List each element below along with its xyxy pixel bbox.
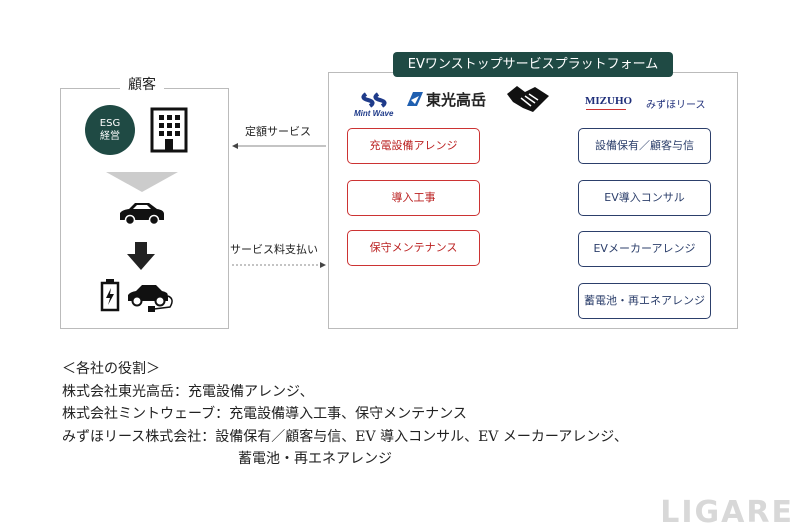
mintwave-logo-icon: Mint Wave xyxy=(354,92,394,118)
svg-text:Mint Wave: Mint Wave xyxy=(354,109,394,118)
service-box-consulting: EV導入コンサル xyxy=(578,180,711,216)
service-box-install: 導入工事 xyxy=(347,180,480,216)
notes-line: 株式会社ミントウェーブ：充電設備導入工事、保守メンテナンス xyxy=(62,406,467,422)
triangle-down-icon xyxy=(106,172,178,192)
service-box-maintenance: 保守メンテナンス xyxy=(347,230,480,266)
esg-label: ESG xyxy=(99,118,121,129)
customer-title: 顧客 xyxy=(120,74,164,94)
service-box-maker: EVメーカーアレンジ xyxy=(578,231,711,267)
notes-line: 株式会社東光高岳：充電設備アレンジ、 xyxy=(62,383,314,400)
arrow-down-icon xyxy=(127,242,155,270)
ev-charging-icon xyxy=(128,285,173,312)
notes-line: 蓄電池・再エネアレンジ xyxy=(238,451,392,467)
arrow-left-icon xyxy=(232,143,326,149)
service-box-battery: 蓄電池・再エネアレンジ xyxy=(578,283,711,319)
building-icon xyxy=(150,107,188,153)
notes-heading: ＜各社の役割＞ xyxy=(62,361,160,377)
battery-icon xyxy=(100,279,120,312)
payment-label: サービス料支払い xyxy=(230,243,318,256)
mizuho-logo: MIZUHO xyxy=(585,95,633,107)
platform-title: EVワンストップサービスプラットフォーム xyxy=(393,52,673,77)
roles-notes: ＜各社の役割＞ 株式会社東光高岳：充電設備アレンジ、 株式会社ミントウェーブ：充… xyxy=(62,358,628,471)
service-box-charging: 充電設備アレンジ xyxy=(347,128,480,164)
mizuho-underline xyxy=(586,109,626,110)
fixed-service-label: 定額サービス xyxy=(245,125,311,138)
car-icon xyxy=(120,203,164,226)
notes-line: みずほリース株式会社：設備保有／顧客与信、EV 導入コンサル、EV メーカーアレ… xyxy=(62,428,628,445)
toko-logo-icon xyxy=(407,92,423,106)
arrow-right-dotted-icon xyxy=(232,262,326,268)
handshake-icon xyxy=(507,86,549,112)
mizuho-lease-logo: みずほリース xyxy=(646,100,706,111)
service-box-ownership: 設備保有／顧客与信 xyxy=(578,128,711,164)
ligare-watermark: LIGARE xyxy=(660,495,794,530)
esg-badge: ESG 経営 xyxy=(85,105,135,155)
esg-label-2: 経営 xyxy=(99,131,120,142)
toko-logo-text: 東光高岳 xyxy=(426,91,487,109)
